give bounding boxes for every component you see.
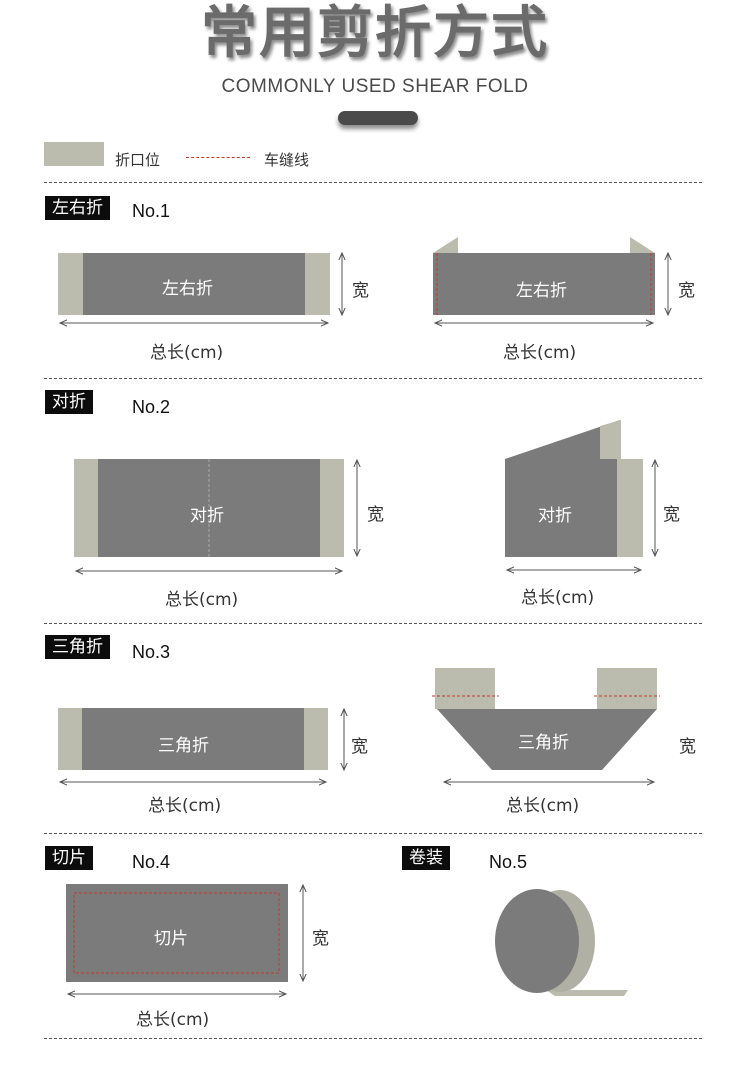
no4-width-label: 宽 [312, 929, 329, 949]
no3-left-width-label: 宽 [351, 737, 368, 757]
no1-left-length-label: 总长(cm) [150, 343, 224, 363]
no3-right-diagram [432, 668, 660, 782]
section-divider [44, 623, 702, 624]
section-tag-2: 对折 [45, 390, 93, 414]
section-number-1: No.1 [132, 201, 171, 221]
legend-fold-swatch [44, 142, 104, 166]
section-divider [44, 182, 702, 183]
no1-right-length-label: 总长(cm) [503, 343, 577, 363]
page-subtitle: COMMONLY USED SHEAR FOLD [221, 76, 529, 97]
section-tag-5: 卷装 [402, 846, 450, 870]
no1-left-inner-label: 左右折 [162, 279, 213, 299]
no2-right-inner-label: 对折 [538, 506, 572, 526]
no4-diagram [66, 884, 303, 994]
no2-left-diagram [74, 459, 357, 571]
legend-seam-label: 车缝线 [264, 151, 310, 169]
no1-right-inner-label: 左右折 [516, 281, 567, 301]
section-divider [44, 1038, 702, 1039]
section-number-3: No.3 [132, 642, 171, 662]
no2-right-length-label: 总长(cm) [521, 588, 595, 608]
section-number-4: No.4 [132, 852, 171, 872]
section-divider [44, 378, 702, 379]
no3-left-inner-label: 三角折 [158, 736, 209, 756]
no2-left-width-label: 宽 [367, 505, 384, 525]
section-tag-4: 切片 [45, 846, 93, 870]
no3-right-width-label: 宽 [679, 737, 696, 757]
section-number-2: No.2 [132, 397, 171, 417]
section-tag-3: 三角折 [45, 635, 110, 659]
no5-roll-diagram [495, 889, 628, 996]
title-underline-pill [338, 111, 418, 125]
section-tag-1: 左右折 [45, 196, 110, 220]
no3-left-diagram [58, 708, 344, 782]
no3-left-length-label: 总长(cm) [148, 796, 222, 816]
no4-inner-label: 切片 [154, 929, 188, 949]
section-divider [44, 833, 702, 834]
no1-right-width-label: 宽 [678, 281, 695, 301]
legend-fold-label: 折口位 [115, 151, 161, 169]
section-number-5: No.5 [489, 852, 528, 872]
no2-left-length-label: 总长(cm) [165, 590, 239, 610]
no2-right-width-label: 宽 [663, 505, 680, 525]
no3-right-length-label: 总长(cm) [506, 796, 580, 816]
no1-left-diagram [58, 253, 342, 323]
no3-right-inner-label: 三角折 [518, 733, 569, 753]
no1-left-width-label: 宽 [352, 281, 369, 301]
page-title: 常用剪折方式 [201, 1, 549, 66]
no2-right-diagram [505, 420, 655, 570]
legend-seam-line [186, 157, 250, 158]
no4-length-label: 总长(cm) [136, 1010, 210, 1030]
no1-right-diagram [433, 237, 668, 323]
no2-left-inner-label: 对折 [190, 506, 224, 526]
